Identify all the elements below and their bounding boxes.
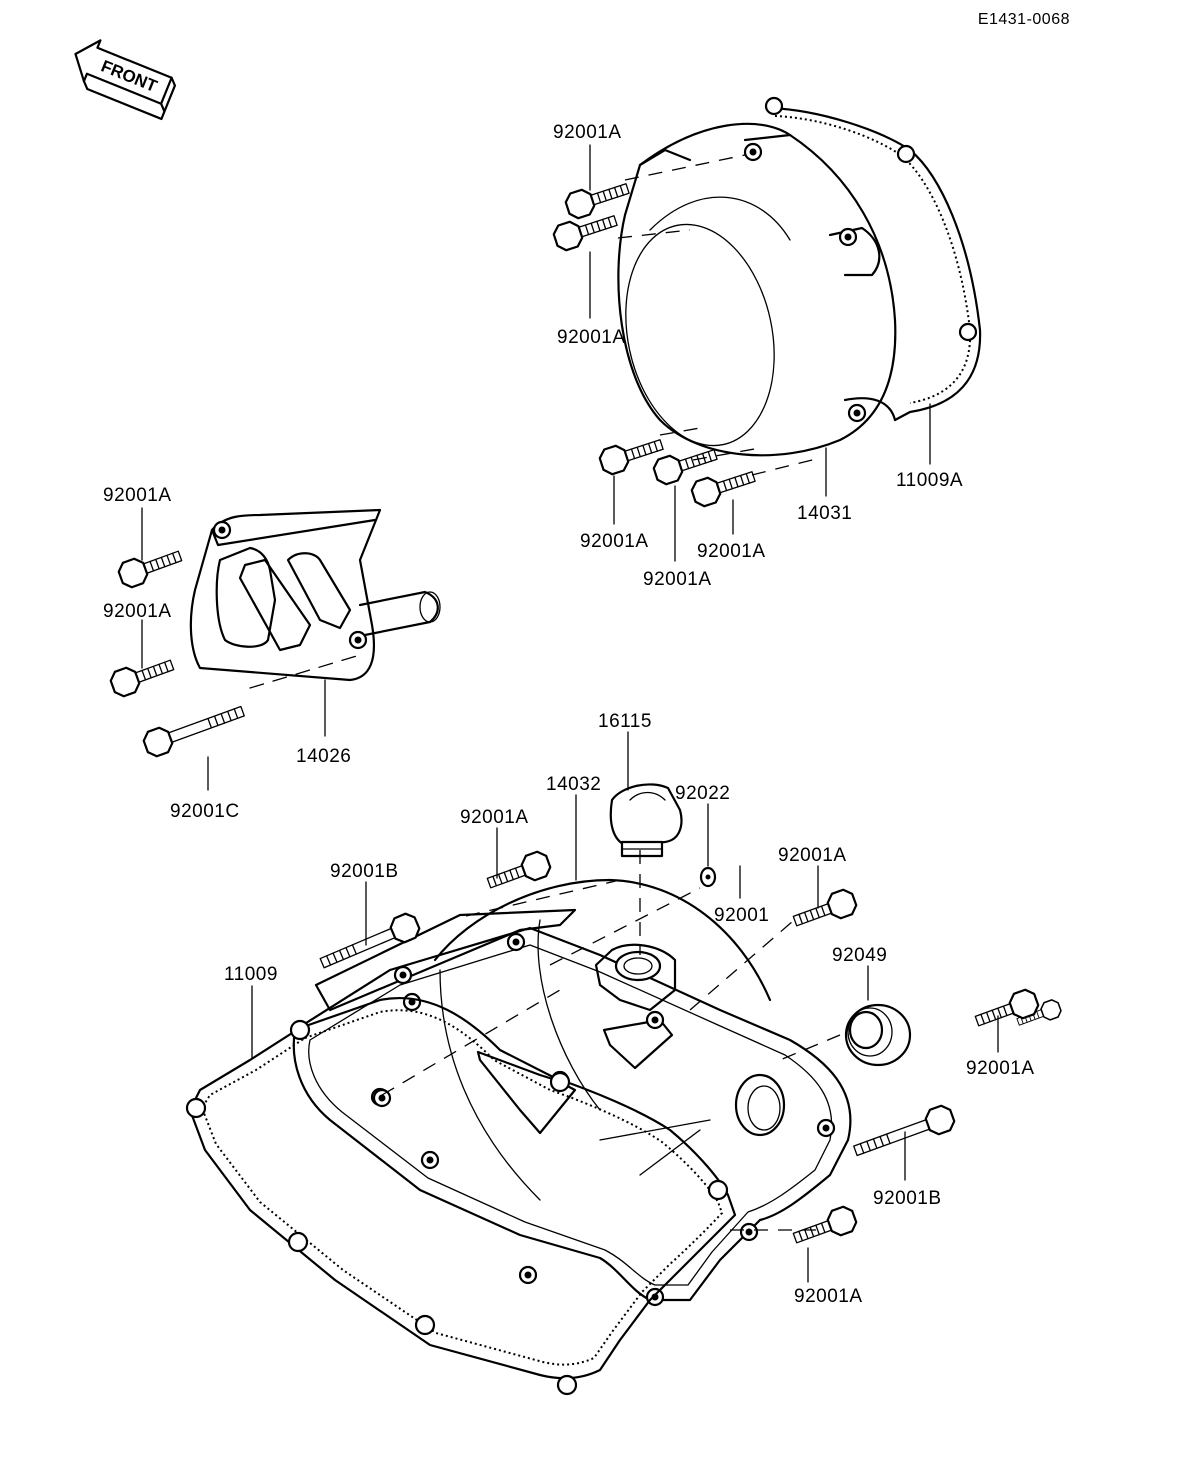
bolt-icon — [483, 848, 554, 897]
gasket-11009 — [185, 997, 737, 1396]
reference-code: E1431-0068 — [978, 11, 1070, 28]
leader-lines-left — [141, 507, 361, 791]
bolt-icon — [789, 886, 860, 935]
part-label: 92001 — [714, 905, 769, 926]
part-label: 92001C — [170, 801, 240, 822]
part-label: 14031 — [797, 503, 852, 524]
part-label: 92001A — [103, 601, 172, 622]
crankcase-cover-14032 — [292, 878, 852, 1307]
bolt-icon — [789, 1203, 860, 1252]
part-label: 11009 — [224, 964, 278, 985]
bolt-icon — [971, 986, 1042, 1035]
washer-92022 — [699, 866, 717, 888]
part-label: 14032 — [546, 774, 601, 795]
clutch-cover-assembly — [617, 96, 982, 476]
leader-lines-top — [589, 144, 931, 562]
part-label: 92001A — [697, 541, 766, 562]
part-label: 92001A — [103, 485, 172, 506]
part-label: 92049 — [832, 945, 887, 966]
part-label: 92001A — [643, 569, 712, 590]
bolt-icon — [688, 463, 759, 510]
part-label: 11009A — [896, 470, 963, 491]
bolt-icon — [849, 1102, 958, 1165]
bolt-icon — [562, 175, 633, 222]
oil-seal-92049 — [844, 1003, 912, 1067]
leader-lines-main — [251, 731, 999, 1283]
sprocket-cover-14026 — [189, 508, 441, 682]
filler-cap-16115 — [609, 783, 683, 858]
part-label: 92001A — [553, 122, 622, 143]
part-label: 92001B — [873, 1188, 942, 1209]
bolt-icon — [115, 542, 186, 591]
part-label: 14026 — [296, 746, 351, 767]
clutch-cover-14031 — [617, 122, 897, 457]
part-label: 16115 — [598, 711, 652, 732]
part-label: 92001A — [460, 807, 529, 828]
part-label: 92001A — [580, 531, 649, 552]
part-label: 92001A — [794, 1286, 863, 1307]
part-label: 92001A — [557, 327, 626, 348]
part-label: 92001B — [330, 861, 399, 882]
part-label: 92022 — [675, 783, 730, 804]
bolt-icon — [140, 697, 249, 760]
part-label: 92001A — [966, 1058, 1035, 1079]
gasket-11009A — [768, 106, 982, 422]
front-arrow: FRONT — [74, 39, 177, 121]
part-label: 92001A — [778, 845, 847, 866]
